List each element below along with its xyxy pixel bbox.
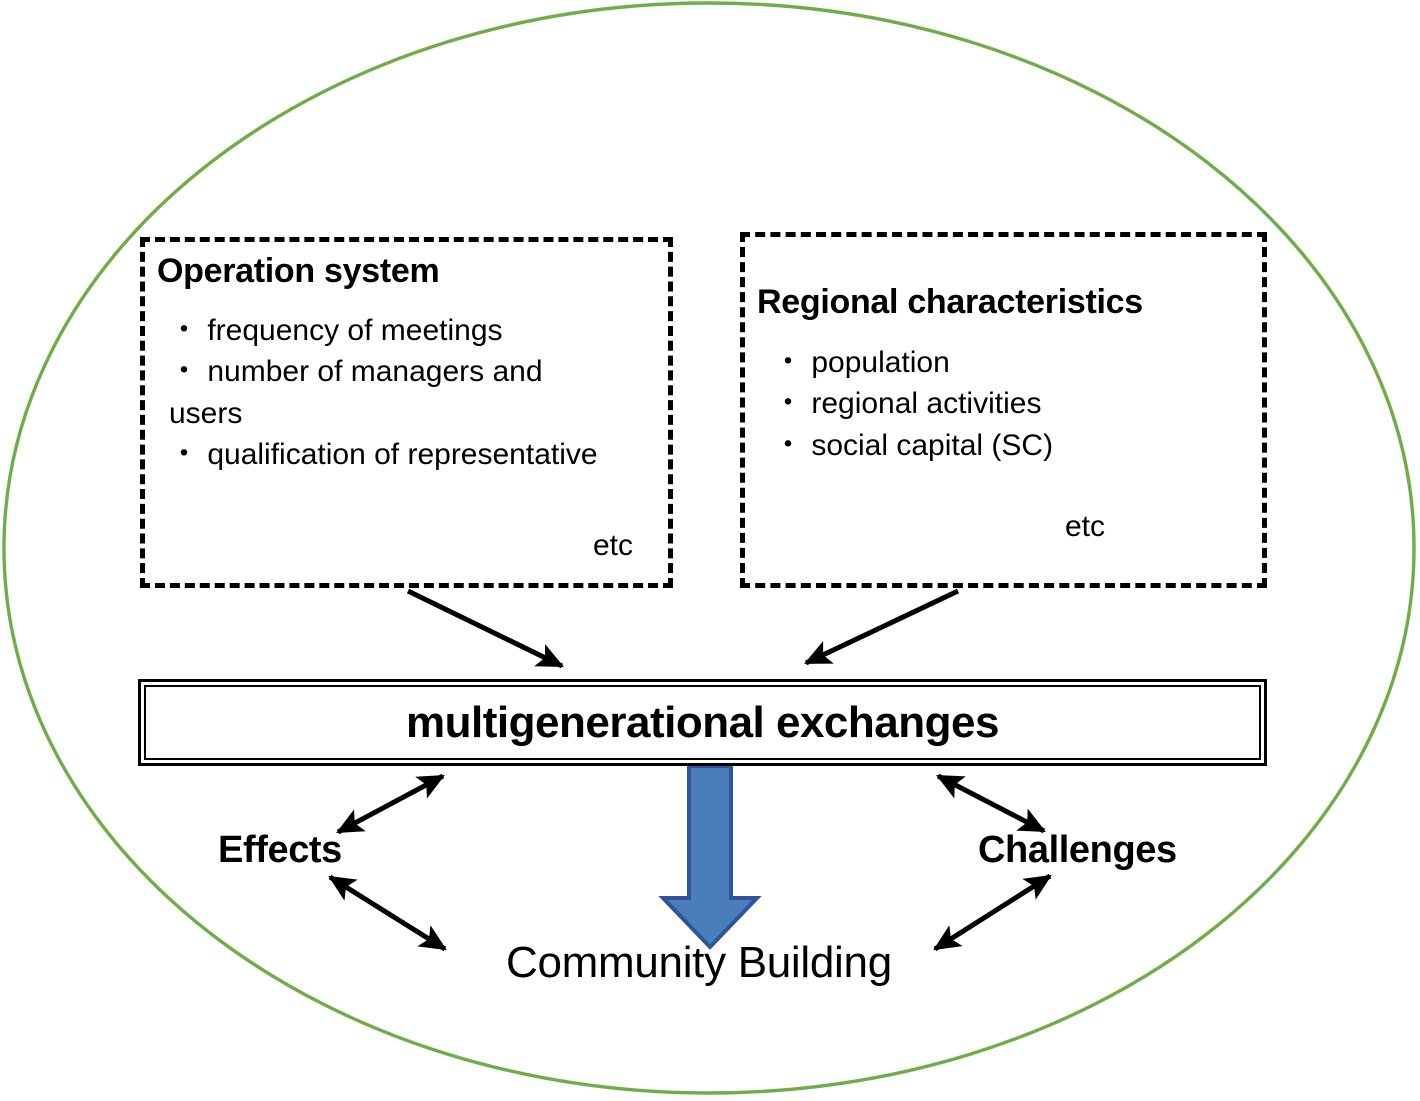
- connector-effects-to-community: [328, 874, 447, 952]
- multigenerational-exchanges-box: multigenerational exchanges: [138, 679, 1267, 766]
- connector-central-to-challenges: [936, 773, 1046, 834]
- connector-operation-to-central: [406, 588, 564, 669]
- central-box-inner-rule: [144, 685, 1261, 760]
- list-item: ・ frequency of meetings: [169, 314, 503, 347]
- regional-characteristics-title: Regional characteristics: [757, 283, 1143, 321]
- regional-characteristics-box: Regional characteristics ・ population ・ …: [740, 232, 1267, 588]
- list-item: ・ population: [773, 346, 950, 379]
- operation-system-etc: etc: [593, 529, 634, 562]
- connector-challenges-to-community: [933, 873, 1052, 952]
- central-box-label: multigenerational exchanges: [406, 697, 999, 747]
- operation-system-title: Operation system: [157, 252, 440, 290]
- list-item: ・ social capital (SC): [773, 428, 1054, 462]
- connector-regional-to-central: [804, 588, 960, 666]
- challenges-label: Challenges: [978, 829, 1177, 871]
- community-building-label: Community Building: [506, 938, 892, 987]
- regional-characteristics-list: ・ population ・ regional activities ・ soc…: [773, 342, 1053, 466]
- regional-characteristics-etc: etc: [1065, 510, 1106, 543]
- list-item: ・ regional activities: [773, 387, 1042, 421]
- operation-system-box: Operation system ・ frequency of meetings…: [140, 237, 673, 588]
- blue-down-arrow: [658, 764, 762, 950]
- list-item: ・ number of managers and users: [169, 355, 543, 430]
- connector-central-to-effects: [336, 773, 445, 835]
- effects-label: Effects: [218, 829, 342, 871]
- operation-system-list: ・ frequency of meetings ・ number of mana…: [169, 310, 599, 476]
- list-item: ・ qualification of representative: [169, 438, 598, 472]
